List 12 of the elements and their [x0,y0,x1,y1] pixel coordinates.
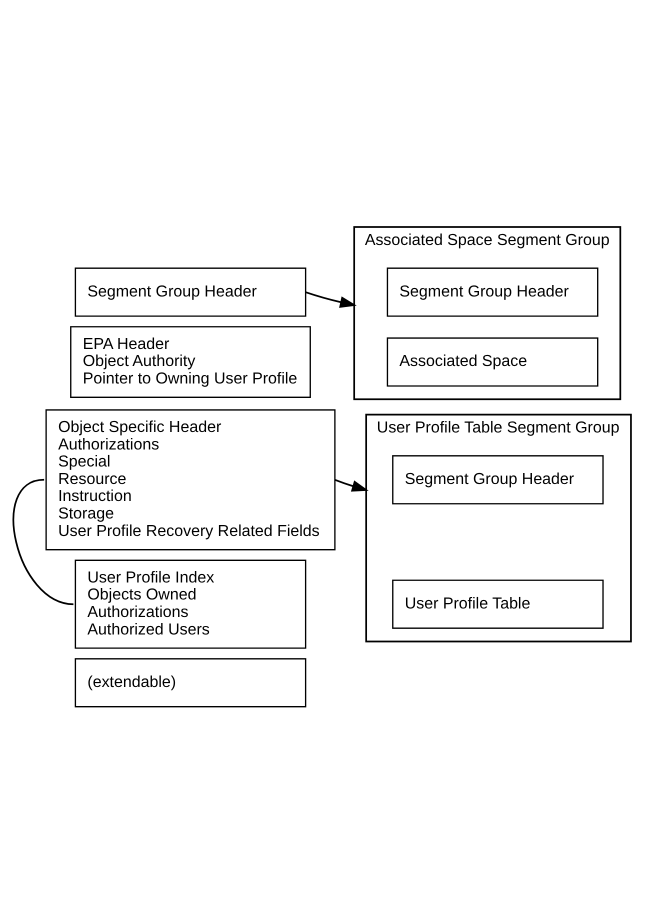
node-box: Segment Group Header [386,267,598,316]
node-box: (extendable) [74,658,306,707]
node-box: Object Specific Header Authorizations Special Resource Instruction Storage User Profile Recovery Related Fields [45,408,336,550]
node-box: Segment Group Header [74,267,306,316]
arrow [305,290,357,308]
node-box: User Profile Table [392,579,604,628]
node-box: EPA Header Object Authority Pointer to Owning User Profile [70,326,311,398]
arrow [334,478,369,492]
node-box: User Profile Index Objects Owned Authorizations Authorized Users [74,559,306,648]
node-box: Segment Group Header [392,454,604,504]
node-box: Associated Space [386,336,598,386]
connector [12,478,74,605]
